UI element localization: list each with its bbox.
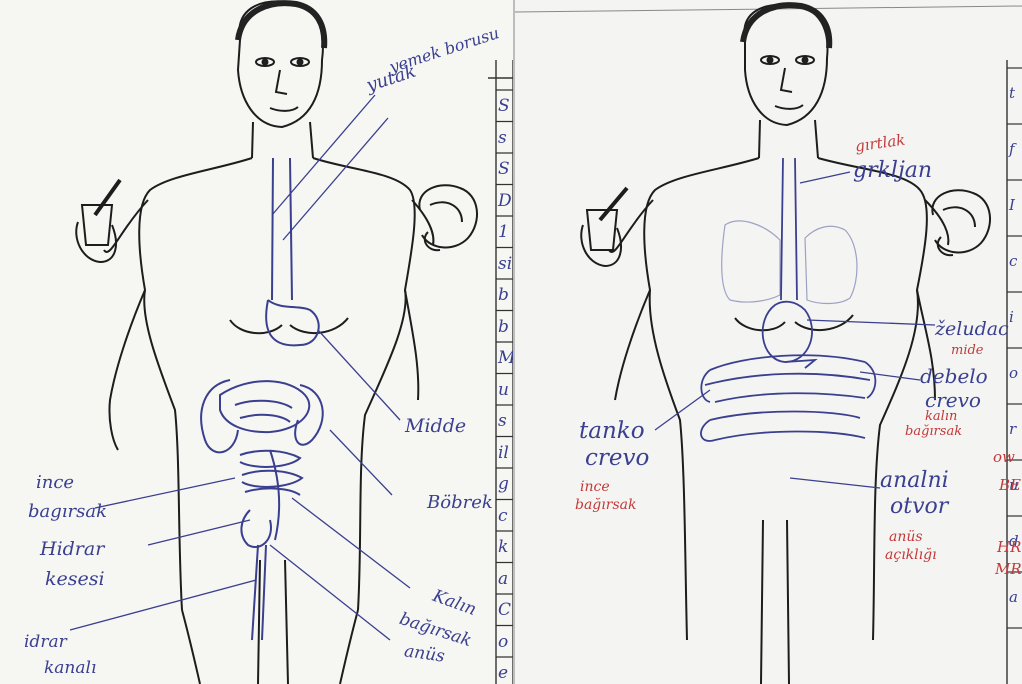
label-debelo-line2: crevo bbox=[925, 390, 981, 410]
right-table-red-note: ow bbox=[993, 450, 1015, 465]
right-drawing-panel: gırtlak grkljan želudac mide debelo crev… bbox=[515, 0, 1022, 684]
left-torso bbox=[104, 158, 433, 684]
right-organs bbox=[701, 158, 875, 441]
label-mide-red: mide bbox=[951, 344, 984, 357]
label-kalin-line2: bağırsak bbox=[905, 425, 962, 438]
left-table-cell: e bbox=[498, 665, 508, 682]
right-table-cell: f bbox=[1009, 142, 1015, 157]
label-grkljan: grkljan bbox=[853, 160, 932, 182]
label-tanko-line2: crevo bbox=[585, 447, 649, 470]
label-analni-line2: otvor bbox=[890, 496, 948, 518]
right-table-red-note: MR bbox=[995, 562, 1022, 577]
right-table-cell: I bbox=[1009, 198, 1015, 213]
label-ince-bagirsak-line2: bagırsak bbox=[28, 503, 107, 521]
right-table-cell: r bbox=[1009, 422, 1016, 437]
left-hands bbox=[76, 180, 477, 262]
label-ince-line2: bağırsak bbox=[575, 498, 636, 512]
label-idrar-line1: idrar bbox=[24, 634, 67, 651]
left-table-cell: b bbox=[498, 287, 509, 304]
left-table-cell: u bbox=[498, 382, 509, 399]
left-organs bbox=[201, 158, 323, 640]
label-zeludac: želudac bbox=[935, 320, 1009, 339]
right-table-red-note: HR bbox=[997, 540, 1021, 555]
left-table-cell: il bbox=[498, 445, 509, 462]
label-tanko-line1: tanko bbox=[579, 420, 645, 443]
right-torso bbox=[609, 158, 948, 684]
label-idrar-line2: kanalı bbox=[44, 660, 96, 677]
right-head bbox=[743, 4, 829, 158]
left-table-cell: C bbox=[498, 602, 511, 619]
right-table-cell: i bbox=[1009, 310, 1014, 325]
left-head bbox=[238, 1, 324, 158]
label-anus-line1: anüs bbox=[889, 530, 923, 544]
right-table-cell: c bbox=[1009, 254, 1017, 269]
left-table-cell: D bbox=[498, 193, 512, 210]
left-table-cell: si bbox=[498, 256, 512, 273]
label-hidrar-line2: kesesi bbox=[45, 570, 105, 589]
right-hands bbox=[581, 188, 990, 266]
left-table-cell: g bbox=[498, 476, 509, 493]
left-drawing-panel: yutak yemek borusu Midde Böbrek ince bag… bbox=[0, 0, 513, 684]
left-table-cell: k bbox=[498, 539, 508, 556]
left-table-cell: s bbox=[498, 413, 507, 430]
label-kalin-line1: kalın bbox=[925, 410, 957, 423]
left-table-cell: s bbox=[498, 130, 507, 147]
label-debelo-line1: debelo bbox=[920, 366, 988, 386]
left-table-cell: S bbox=[498, 98, 510, 115]
right-table-cell: t bbox=[1009, 86, 1015, 101]
right-body-sketch bbox=[515, 0, 1022, 684]
label-hidrar-line1: Hidrar bbox=[40, 540, 104, 559]
left-table-cell: b bbox=[498, 319, 509, 336]
left-table-cell: S bbox=[498, 161, 510, 178]
label-mide: Midde bbox=[405, 417, 466, 436]
label-ince-bagirsak-line1: ince bbox=[36, 474, 74, 492]
label-ince-line1: ince bbox=[580, 480, 610, 494]
left-table-cell: c bbox=[498, 508, 508, 525]
left-table-cell: o bbox=[498, 634, 508, 651]
label-bobrek: Böbrek bbox=[427, 494, 493, 512]
right-table-red-note: BE bbox=[999, 478, 1021, 493]
left-table-cell: a bbox=[498, 571, 508, 588]
left-table-cell: 1 bbox=[498, 224, 509, 241]
label-analni-line1: analni bbox=[880, 470, 949, 492]
right-lungs bbox=[722, 221, 857, 304]
right-table-cell: a bbox=[1009, 590, 1018, 605]
label-anus-line2: açıklığı bbox=[885, 548, 937, 562]
left-notebook-table bbox=[488, 60, 513, 684]
right-table-cell: o bbox=[1009, 366, 1018, 381]
left-table-cell: M bbox=[498, 350, 513, 367]
